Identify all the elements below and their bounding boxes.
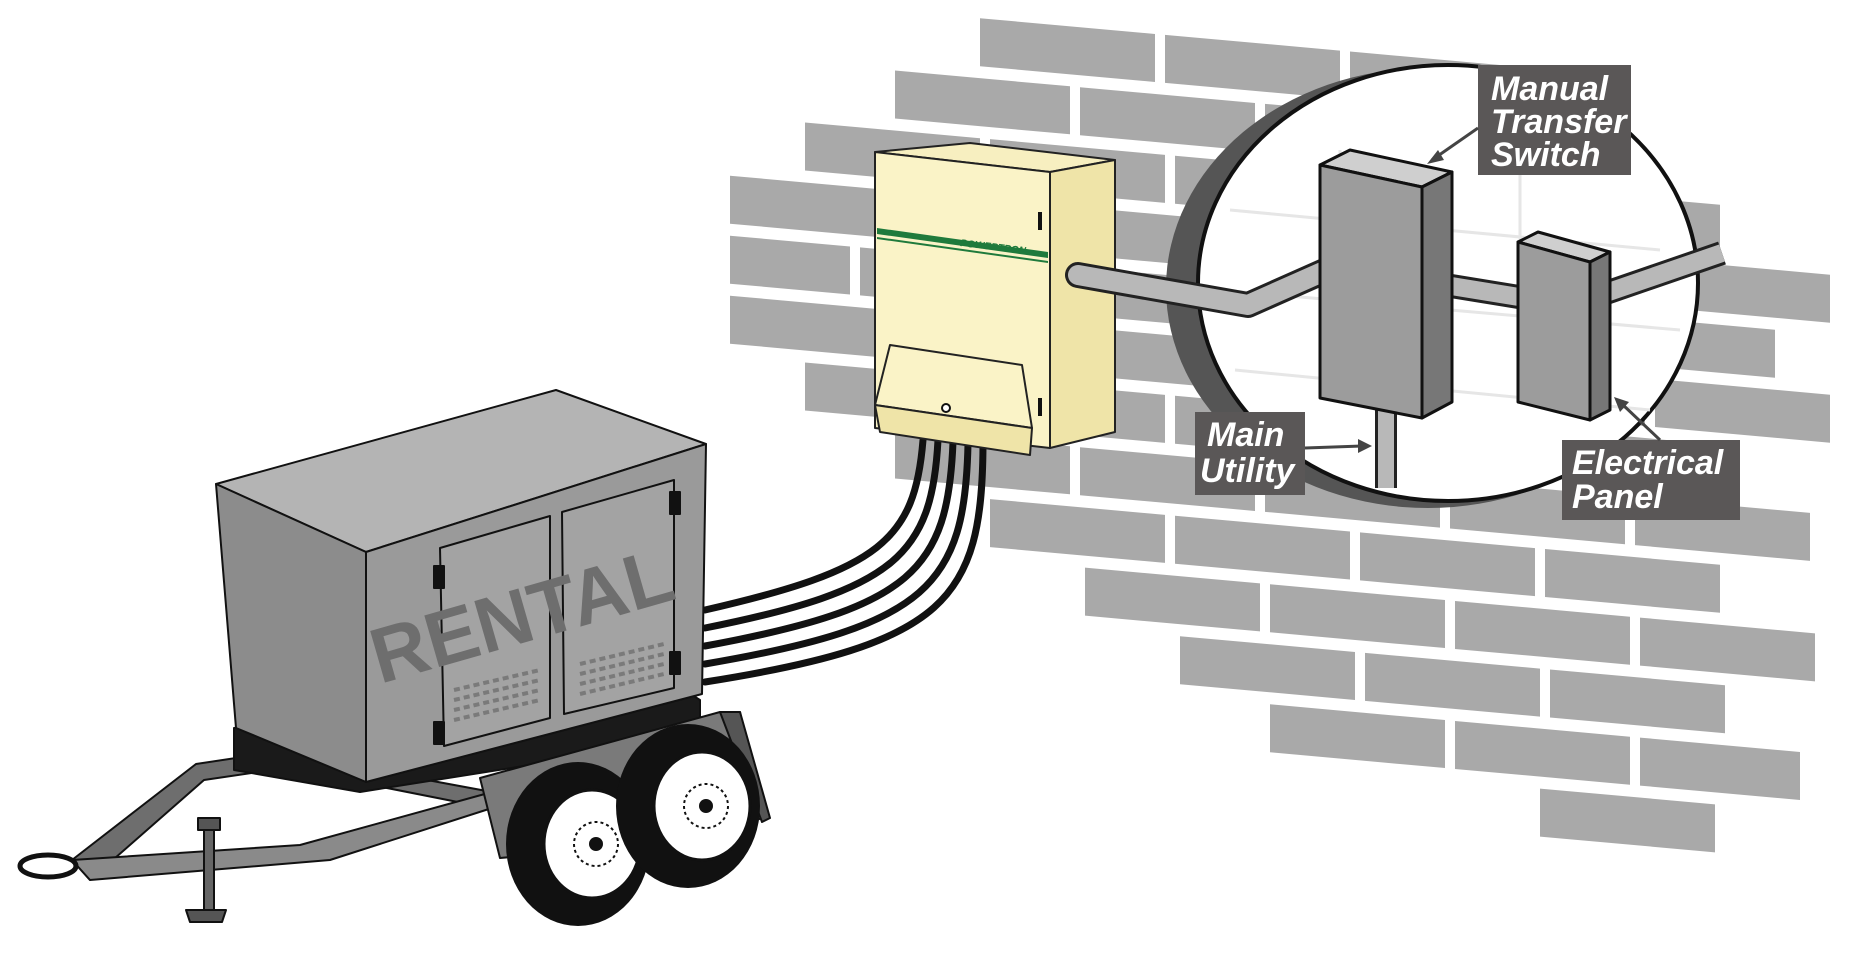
label-panel-line1: Electrical	[1572, 444, 1725, 482]
rental-generator: RENTAL	[215, 389, 707, 783]
power-cables	[701, 436, 987, 686]
label-transfer-line3: Switch	[1491, 136, 1601, 174]
label-panel-line2: Panel	[1572, 478, 1664, 516]
manual-transfer-switch-box	[1318, 148, 1454, 420]
electrical-panel-box	[1516, 230, 1612, 422]
label-main-utility: Main Utility	[1195, 412, 1372, 495]
label-electrical-panel: Electrical Panel	[1562, 397, 1740, 520]
label-transfer-line2: Transfer	[1491, 103, 1628, 141]
label-manual-transfer-switch: Manual Transfer Switch	[1427, 65, 1631, 175]
transfer-enclosure: POWERTRON	[874, 142, 1116, 456]
label-utility-line2: Utility	[1200, 452, 1297, 490]
label-transfer-line1: Manual	[1491, 70, 1610, 108]
trailer-wheels	[506, 724, 760, 926]
label-utility-line1: Main	[1207, 416, 1284, 454]
